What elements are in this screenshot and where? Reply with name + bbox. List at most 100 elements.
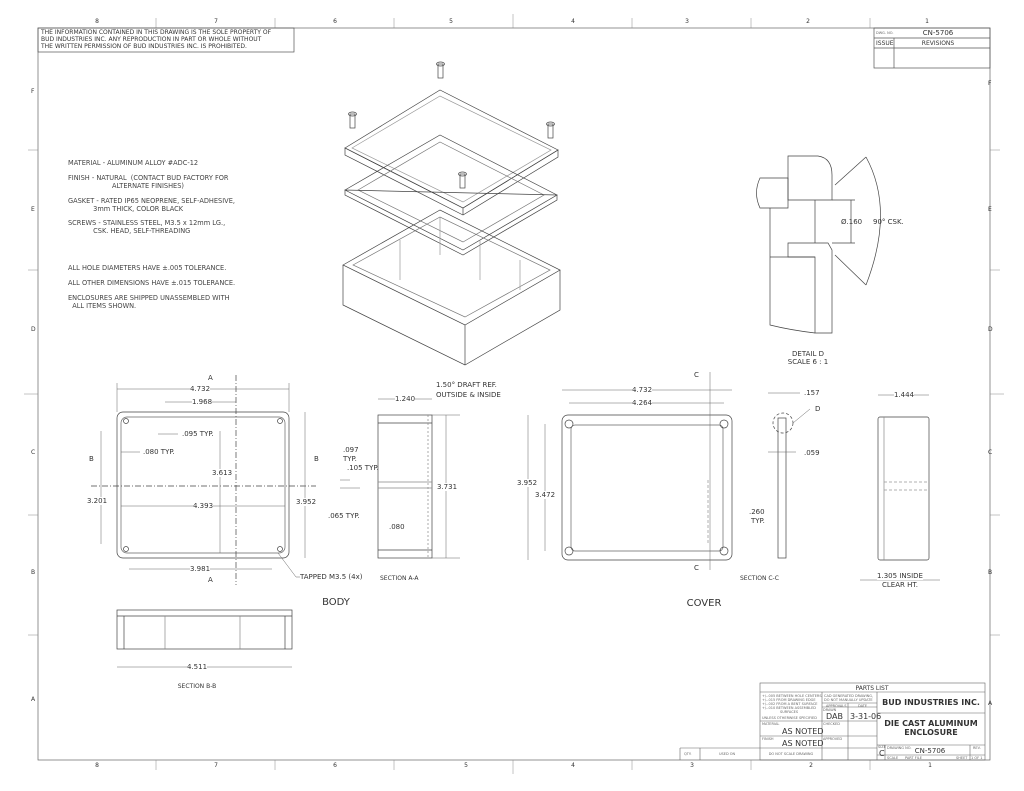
parts-list-label: PARTS LIST — [855, 685, 889, 692]
zone-col-5-bottom: 5 — [464, 762, 468, 769]
section-a-marker-top: A — [208, 374, 213, 382]
tolerance-line: SURFACES — [780, 710, 799, 714]
tb-dwg-no: CN-5706 — [914, 747, 946, 755]
dim-105: .105 TYP. — [347, 464, 379, 472]
note-gasket: GASKET - RATED IP65 NEOPRENE, SELF-ADHES… — [68, 197, 235, 213]
dim-3201: 3.201 — [87, 497, 108, 505]
finish-value: AS NOTED — [782, 739, 824, 748]
zone-col-3: 3 — [685, 18, 689, 25]
qty-label: QTY. — [684, 752, 692, 756]
zone-row-b: B — [31, 569, 36, 576]
checked-label: CHECKED — [823, 722, 840, 726]
material-value: AS NOTED — [782, 727, 824, 736]
section-aa-label: SECTION A-A — [380, 575, 419, 582]
section-bb-view — [116, 609, 293, 668]
dim-097-typ: TYP. — [343, 455, 357, 463]
body-label: BODY — [322, 597, 350, 608]
section-b-marker-right: B — [314, 455, 319, 463]
dim-065: .065 TYP. — [328, 512, 360, 520]
revision-block — [873, 27, 991, 69]
drawing-title-1: DIE CAST ALUMINUM — [884, 719, 978, 728]
zone-col-6-bottom: 6 — [333, 762, 337, 769]
dim-aa-080: .080 — [389, 523, 405, 531]
dim-157: .157 — [804, 389, 820, 397]
zone-col-8-bottom: 8 — [95, 762, 99, 769]
cad-note-2: DO NOT MANUALLY UPDATE — [824, 698, 873, 702]
body-plan-view — [91, 375, 316, 585]
size-value: C — [879, 749, 885, 758]
proprietary-notice: THE INFORMATION CONTAINED IN THIS DRAWIN… — [41, 29, 271, 50]
zone-col-4: 4 — [571, 18, 575, 25]
detail-d-diameter: Ø.160 — [841, 218, 863, 226]
zone-row-f-right: F — [988, 80, 992, 87]
draft-note-1: 1.50° DRAFT REF. — [436, 381, 497, 389]
zone-col-6: 6 — [333, 18, 337, 25]
dim-3613: 3.613 — [212, 469, 233, 477]
dim-cover-width: 4.732 — [631, 386, 653, 394]
dim-1305-inside: 1.305 INSIDE — [877, 572, 923, 580]
dim-4511: 4.511 — [186, 663, 208, 671]
dim-3472: 3.472 — [535, 491, 556, 499]
cad-note-1: CAD GENERATED DRAWING, — [824, 694, 874, 698]
title-block-lines — [679, 682, 986, 761]
cover-plan-view — [527, 372, 733, 570]
screw-icons — [348, 61, 555, 189]
zone-col-3-bottom: 3 — [690, 762, 694, 769]
note-hole-tolerance: ALL HOLE DIAMETERS HAVE ±.005 TOLERANCE. — [68, 264, 227, 272]
unless-specified: UNLESS OTHERWISE SPECIFIED — [762, 716, 817, 720]
tolerance-line: +/-.002 FROM A BENT SURFACE — [762, 702, 818, 706]
section-b-marker-left: B — [89, 455, 94, 463]
section-bb-label: SECTION B-B — [177, 683, 217, 690]
dim-clear-height: CLEAR HT. — [881, 581, 919, 589]
dim-body-width: 4.732 — [189, 385, 211, 393]
dim-260-typ: TYP. — [751, 517, 765, 525]
dim-cover-height: 3.952 — [517, 479, 538, 487]
dim-3981: 3.981 — [189, 565, 211, 573]
zone-col-2: 2 — [806, 18, 810, 25]
zone-col-5: 5 — [449, 18, 453, 25]
tapped-hole-callout: TAPPED M3.5 (4x) — [300, 573, 363, 581]
zone-row-a-right: A — [988, 700, 993, 707]
sheet-value: 1 OF 1 — [971, 756, 983, 760]
dim-095: .095 TYP. — [182, 430, 214, 438]
notice-line: THE WRITTEN PERMISSION OF BUD INDUSTRIES… — [41, 43, 247, 50]
dim-260: .260 — [749, 508, 765, 516]
rev-dwg-no-label: DWG. NO. — [876, 31, 894, 35]
sheet-label: SHEET — [956, 756, 968, 760]
company-name: BUD INDUSTRIES INC. — [882, 698, 980, 707]
drawn-by: DAB — [826, 712, 843, 721]
issue-label: ISSUE — [876, 40, 894, 47]
detail-d-callout: D — [815, 405, 821, 413]
tolerance-line: +/-.010 BETWEEN ASSEMBLED — [762, 706, 816, 710]
dim-1968: 1.968 — [191, 398, 213, 406]
zone-row-c: C — [31, 449, 36, 456]
zone-row-d-right: D — [988, 326, 993, 333]
section-c-marker-top: C — [694, 371, 699, 379]
dim-080: .080 TYP. — [143, 448, 175, 456]
tolerance-line: +/-.015 FROM DRAWING EDGE — [762, 698, 816, 702]
approved-label: APPROVED — [823, 737, 843, 741]
section-aa-view — [340, 398, 460, 559]
detail-d-view — [756, 155, 881, 334]
no-scale-note: DO NOT SCALE DRAWING — [768, 752, 814, 756]
detail-d-angle: 90° CSK. — [873, 218, 904, 226]
dim-1444: 1.444 — [893, 391, 915, 399]
zone-col-2-bottom: 2 — [809, 762, 813, 769]
detail-d-title: DETAIL D — [792, 350, 824, 358]
zone-col-7-bottom: 7 — [214, 762, 218, 769]
note-material: MATERIAL - ALUMINUM ALLOY #ADC-12 — [68, 159, 199, 167]
zone-row-c-right: C — [988, 449, 993, 456]
dim-1240: 1.240 — [394, 395, 416, 403]
finish-label: FINISH — [762, 737, 774, 741]
dim-4393: 4.393 — [192, 502, 214, 510]
tolerance-notes: +/-.005 BETWEEN HOLE CENTERS +/-.015 FRO… — [762, 694, 822, 714]
part-file-label: PART FILE — [905, 756, 922, 760]
section-cc-view — [768, 392, 811, 559]
rev-label: REV. — [973, 746, 981, 750]
section-c-marker-bottom: C — [694, 564, 699, 572]
zone-col-7: 7 — [214, 18, 218, 25]
drawing-border — [37, 27, 991, 761]
approvals-label: APPROVALS — [826, 704, 847, 708]
note-finish: FINISH - NATURAL (CONTACT BUD FACTORY FO… — [68, 174, 229, 190]
